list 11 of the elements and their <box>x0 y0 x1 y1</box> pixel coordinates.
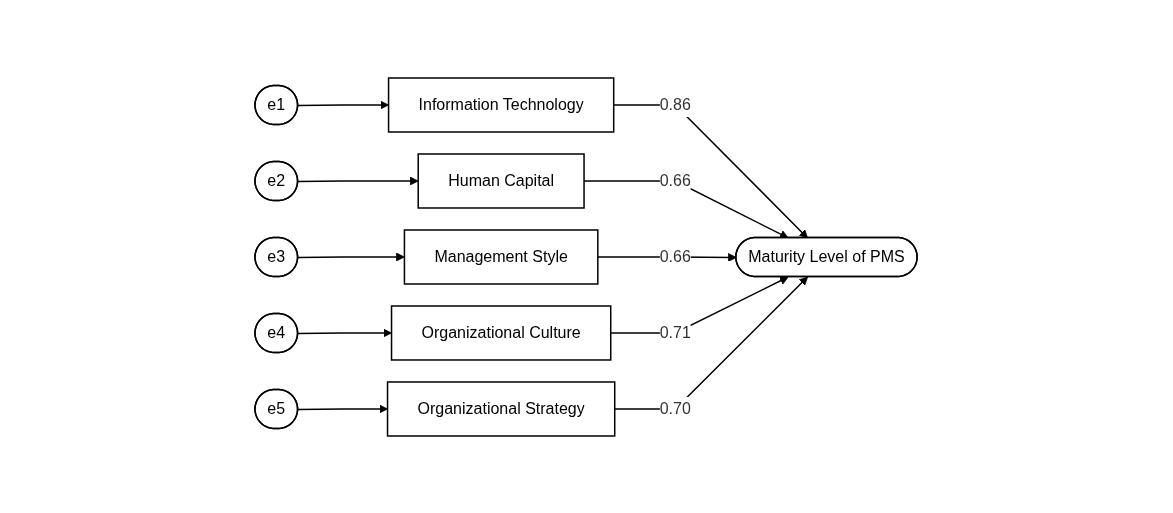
node-box: Organizational Strategy <box>387 380 616 437</box>
edge-label: 0.71 <box>660 323 692 341</box>
arrow <box>297 100 390 109</box>
edge-label: 0.66 <box>660 171 692 189</box>
node-box: Information Technology <box>388 76 615 133</box>
node-box: Organizational Culture <box>391 304 612 361</box>
edge-label: 0.70 <box>660 399 692 417</box>
node-box: Human Capital <box>417 152 586 209</box>
node-box: Management Style <box>404 228 600 285</box>
edge-label: 0.86 <box>660 95 692 113</box>
edge-label: 0.66 <box>660 247 692 265</box>
